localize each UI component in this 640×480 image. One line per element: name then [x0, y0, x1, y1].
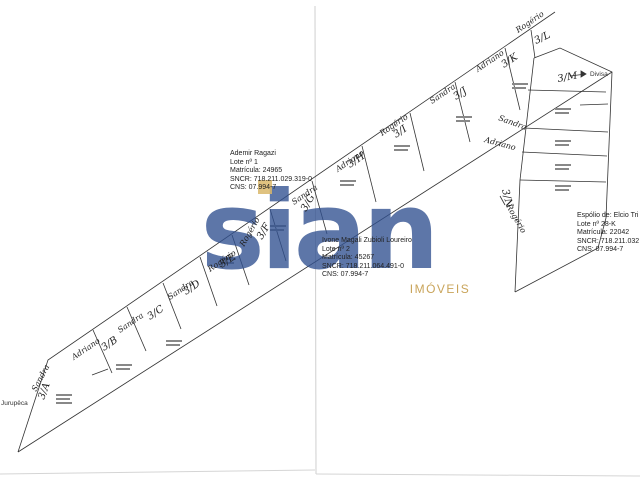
owner-info-espolio: Espólio de: Elcio Tri Lote nº 28-K Matrí… [577, 212, 639, 255]
owner-name: Ivone Magali Zubioli Loureiro [322, 237, 412, 244]
watermark-brand: sian [200, 169, 435, 294]
parcel-strip [17, 11, 613, 453]
measurement-notes [56, 83, 571, 404]
owner-sncr: SNCR: 718.211.032 [577, 237, 640, 245]
owner-info-ivone: Ivone Magali Zubioli Loureiro Lote nº 2 … [322, 237, 412, 280]
owner-lote: Lote nº 28-K [577, 220, 616, 228]
watermark: sian IMÓVEIS [200, 169, 471, 296]
owner-lote: Lote nº 1 [230, 158, 258, 166]
page-seam [314, 5, 317, 475]
owner-lote: Lote nº 2 [322, 245, 350, 253]
place-divisa: Divisa [590, 71, 608, 78]
owner-name: Espólio de: Elcio Tri [577, 212, 639, 219]
owner-matricula: Matrícula: 22042 [577, 229, 630, 236]
owner-cns: CNS: 07.994-7 [322, 271, 369, 278]
boundary-arrows [91, 70, 587, 376]
owner-cns: CNS: 07.994-7 [577, 246, 624, 253]
owner-matricula: Matrícula: 45267 [322, 254, 375, 261]
owner-name: Ademir Ragazi [230, 150, 276, 157]
watermark-dot [258, 180, 272, 194]
owner-sncr: SNCR: 718.211.064.491-0 [322, 262, 404, 270]
lot-3m: 3/M [557, 71, 579, 85]
lot-3a: 3/A [36, 381, 52, 401]
owner-info-ademir: Ademir Ragazi Lote nº 1 Matrícula: 24965… [230, 150, 312, 193]
lot-3n: 3/N [499, 188, 515, 210]
owner-cns: CNS: 07.994-7 [230, 184, 277, 191]
owner-matricula: Matrícula: 24965 [230, 167, 283, 174]
place-jurupeca: Jurupêca [1, 400, 28, 407]
owner-sncr: SNCR: 718.211.029.319-0 [230, 175, 312, 183]
watermark-subtitle: IMÓVEIS [410, 281, 471, 296]
